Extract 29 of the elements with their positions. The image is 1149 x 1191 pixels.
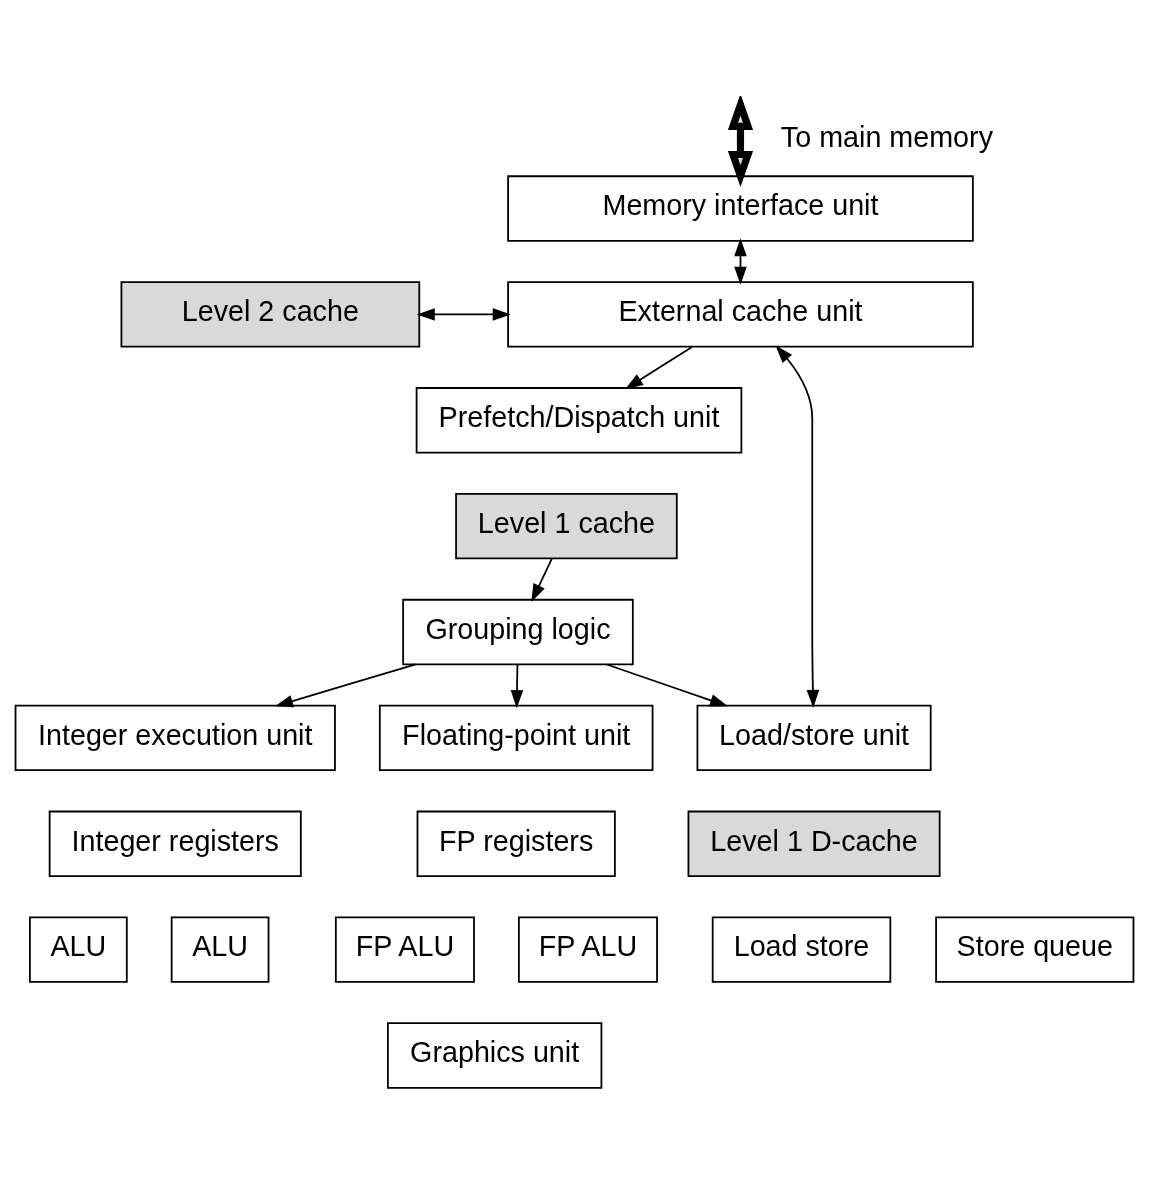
arrow bbox=[531, 557, 553, 602]
node-box: Level 1 D-cache bbox=[687, 810, 941, 877]
arrow bbox=[605, 663, 728, 707]
node-box: Level 2 cache bbox=[120, 281, 421, 348]
node-box: Integer registers bbox=[48, 810, 302, 877]
node-box: FP registers bbox=[416, 810, 616, 877]
arrow bbox=[416, 308, 511, 321]
node-box: Integer execution unit bbox=[14, 704, 336, 772]
node-box: FP ALU bbox=[517, 916, 658, 983]
node-box: Floating-point unit bbox=[378, 704, 654, 772]
node-box: Memory interface unit bbox=[507, 175, 974, 242]
arrow bbox=[775, 345, 820, 708]
arrow bbox=[727, 96, 754, 187]
node-box: Prefetch/Dispatch unit bbox=[415, 387, 743, 454]
node-box: ALU bbox=[170, 916, 270, 983]
node-box: FP ALU bbox=[334, 916, 475, 983]
node-box: ALU bbox=[29, 916, 128, 983]
node-box: Store queue bbox=[935, 916, 1135, 983]
edge-label: To main memory bbox=[780, 121, 993, 154]
arrow bbox=[510, 663, 524, 709]
node-box: Graphics unit bbox=[387, 1022, 603, 1089]
node-box: Grouping logic bbox=[402, 598, 634, 666]
node-box: Load/store unit bbox=[696, 704, 932, 772]
arrow bbox=[275, 663, 417, 708]
arrow bbox=[625, 346, 693, 390]
node-box: Level 1 cache bbox=[455, 492, 678, 560]
arrow bbox=[734, 238, 747, 285]
node-box: Load store bbox=[711, 916, 892, 983]
node-box: External cache unit bbox=[507, 281, 974, 348]
